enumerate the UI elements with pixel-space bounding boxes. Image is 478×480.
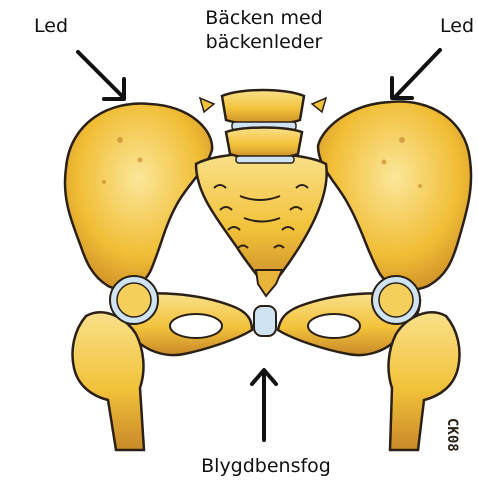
- label-left-joint: Led: [34, 14, 68, 38]
- diagram-title: Bäcken med bäckenleder: [166, 6, 362, 54]
- label-right-joint: Led: [440, 14, 474, 38]
- svg-text:CK08: CK08: [444, 418, 460, 452]
- label-pubic-symphysis: Blygdbensfog: [168, 454, 364, 478]
